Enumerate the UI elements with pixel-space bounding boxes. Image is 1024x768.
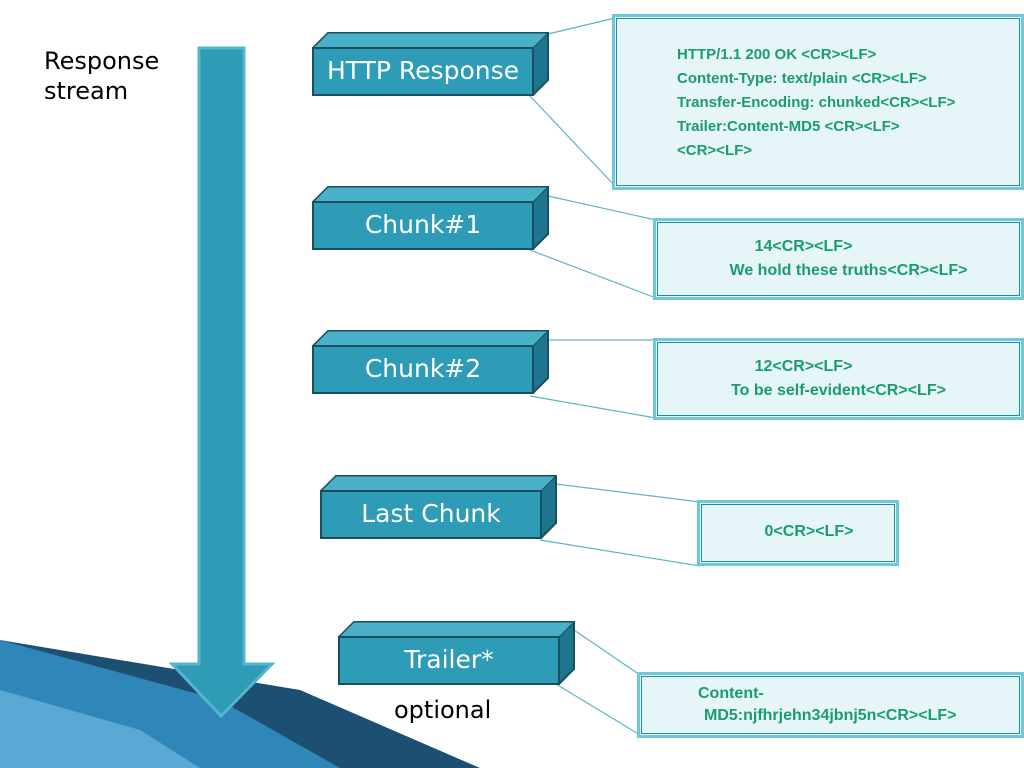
chunk1-size-line: 14<CR><LF> — [754, 238, 853, 255]
optional-label: optional — [394, 696, 492, 724]
last-chunk-label: Last Chunk — [361, 499, 501, 528]
http-response-line: <CR><LF> — [677, 142, 753, 159]
trailer-label: Trailer* — [403, 645, 493, 674]
last-chunk-size-line: 0<CR><LF> — [764, 523, 854, 540]
chunk2-label: Chunk#2 — [365, 354, 481, 383]
corner-decoration-light — [0, 690, 200, 768]
chunk2-block: Chunk#2 — [311, 330, 550, 394]
http-response-block: HTTP Response — [311, 32, 550, 96]
chunk1-block: Chunk#1 — [311, 186, 550, 250]
response-stream-title-line2: stream — [44, 77, 129, 105]
http-response-line: HTTP/1.1 200 OK <CR><LF> — [677, 46, 877, 63]
last-chunk-block: Last Chunk — [319, 475, 558, 539]
trailer-content-line: Content- — [698, 685, 764, 702]
chunk2-size-line: 12<CR><LF> — [754, 358, 853, 375]
connector-lines — [529, 17, 701, 736]
last-chunk-detail-box: 0<CR><LF> — [697, 500, 899, 566]
trailer-block: Trailer* — [337, 621, 576, 685]
trailer-content-line: MD5:njfhrjehn34jbnj5n<CR><LF> — [704, 707, 957, 724]
chunk1-label: Chunk#1 — [365, 210, 481, 239]
chunk2-data-line: To be self-evident<CR><LF> — [731, 382, 946, 399]
stream-arrow — [168, 46, 276, 719]
http-response-line: Transfer-Encoding: chunked<CR><LF> — [677, 94, 956, 111]
http-response-label: HTTP Response — [327, 56, 519, 85]
chunk1-data-line: We hold these truths<CR><LF> — [729, 262, 968, 279]
response-stream-title: Response stream — [44, 46, 159, 106]
chunk2-detail-box: 12<CR><LF> To be self-evident<CR><LF> — [653, 338, 1024, 420]
response-stream-title-line1: Response — [44, 47, 160, 75]
trailer-detail-box: Content- MD5:njfhrjehn34jbnj5n<CR><LF> — [637, 672, 1024, 738]
chunk1-detail-box: 14<CR><LF> We hold these truths<CR><LF> — [653, 218, 1024, 300]
http-response-line: Content-Type: text/plain <CR><LF> — [677, 70, 927, 87]
http-response-line: Trailer:Content-MD5 <CR><LF> — [677, 118, 900, 135]
http-response-detail-box: HTTP/1.1 200 OK <CR><LF> Content-Type: t… — [612, 14, 1024, 190]
